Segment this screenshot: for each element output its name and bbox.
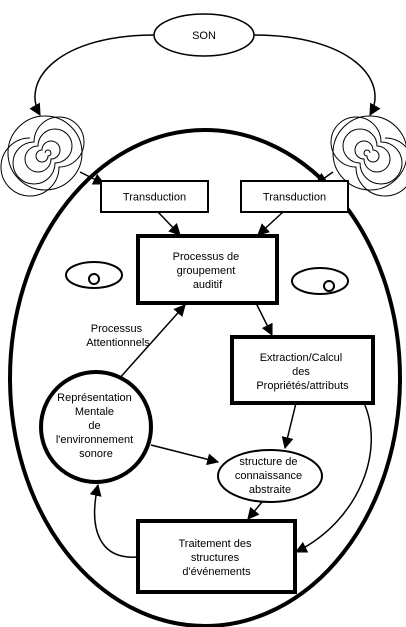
arrow-representation-grouping bbox=[117, 304, 186, 381]
traitement-line-3: d'événements bbox=[182, 566, 251, 578]
arrow-son-right-ear bbox=[253, 34, 381, 117]
grouping-line-2: groupement bbox=[177, 265, 236, 277]
traitement-line-2: structures bbox=[191, 552, 240, 564]
eye-left-icon bbox=[65, 261, 123, 289]
representation-node bbox=[39, 370, 153, 484]
grouping-line-1: Processus de bbox=[173, 251, 240, 263]
arrow-traitement-representation bbox=[89, 483, 139, 558]
traitement-line-1: Traitement des bbox=[178, 538, 251, 550]
structure-line-2: connaissance bbox=[235, 470, 302, 482]
extraction-line-2: des bbox=[292, 366, 310, 378]
attention-line-2: Attentionnels bbox=[86, 337, 150, 349]
arrow-transduction-right-grouping bbox=[257, 211, 284, 236]
head-outline bbox=[8, 128, 402, 627]
structure-line-1: structure de bbox=[239, 456, 297, 468]
grouping-label: Processus de groupement auditif bbox=[173, 251, 243, 291]
extraction-line-3: Propriétés/attributs bbox=[256, 380, 349, 392]
traitement-box bbox=[136, 519, 297, 594]
structure-line-3: abstraite bbox=[249, 484, 291, 496]
transduction-left-line: Transduction bbox=[123, 192, 186, 204]
representation-label: Représentation Mentale de l'environnemen… bbox=[56, 392, 136, 460]
eye-right-icon bbox=[291, 267, 349, 295]
representation-line-5: sonore bbox=[79, 448, 113, 460]
transduction-left-box bbox=[100, 180, 209, 213]
extraction-box bbox=[230, 335, 375, 405]
arrow-grouping-extraction bbox=[255, 302, 273, 337]
transduction-right-line: Transduction bbox=[263, 192, 326, 204]
traitement-label: Traitement des structures d'événements bbox=[178, 538, 254, 578]
arrow-representation-structure bbox=[150, 444, 220, 466]
attention-line-1: Processus bbox=[91, 323, 143, 335]
arrow-extraction-traitement bbox=[294, 402, 372, 553]
arrow-structure-traitement bbox=[247, 501, 263, 520]
ear-right-icon bbox=[330, 115, 406, 197]
attention-label: Processus Attentionnels bbox=[86, 323, 150, 349]
extraction-line-1: Extraction/Calcul bbox=[260, 352, 343, 364]
arrow-son-left-ear bbox=[29, 34, 155, 117]
grouping-box bbox=[136, 234, 279, 305]
representation-line-2: Mentale bbox=[75, 406, 114, 418]
representation-line-4: l'environnement bbox=[56, 434, 133, 446]
son-label: SON bbox=[192, 30, 216, 42]
son-line: SON bbox=[192, 30, 216, 42]
transduction-left-label: Transduction bbox=[123, 192, 186, 204]
transduction-right-box bbox=[240, 180, 349, 213]
ear-left-icon bbox=[0, 115, 85, 197]
transduction-right-label: Transduction bbox=[263, 192, 326, 204]
arrow-extraction-structure bbox=[281, 402, 297, 450]
arrow-transduction-left-grouping bbox=[157, 211, 181, 236]
structure-label: structure de connaissance abstraite bbox=[235, 456, 305, 496]
representation-line-3: de bbox=[88, 420, 100, 432]
extraction-label: Extraction/Calcul des Propriétés/attribu… bbox=[256, 352, 349, 392]
structure-node bbox=[217, 449, 323, 503]
representation-line-1: Représentation bbox=[57, 392, 132, 404]
grouping-line-3: auditif bbox=[193, 279, 223, 291]
